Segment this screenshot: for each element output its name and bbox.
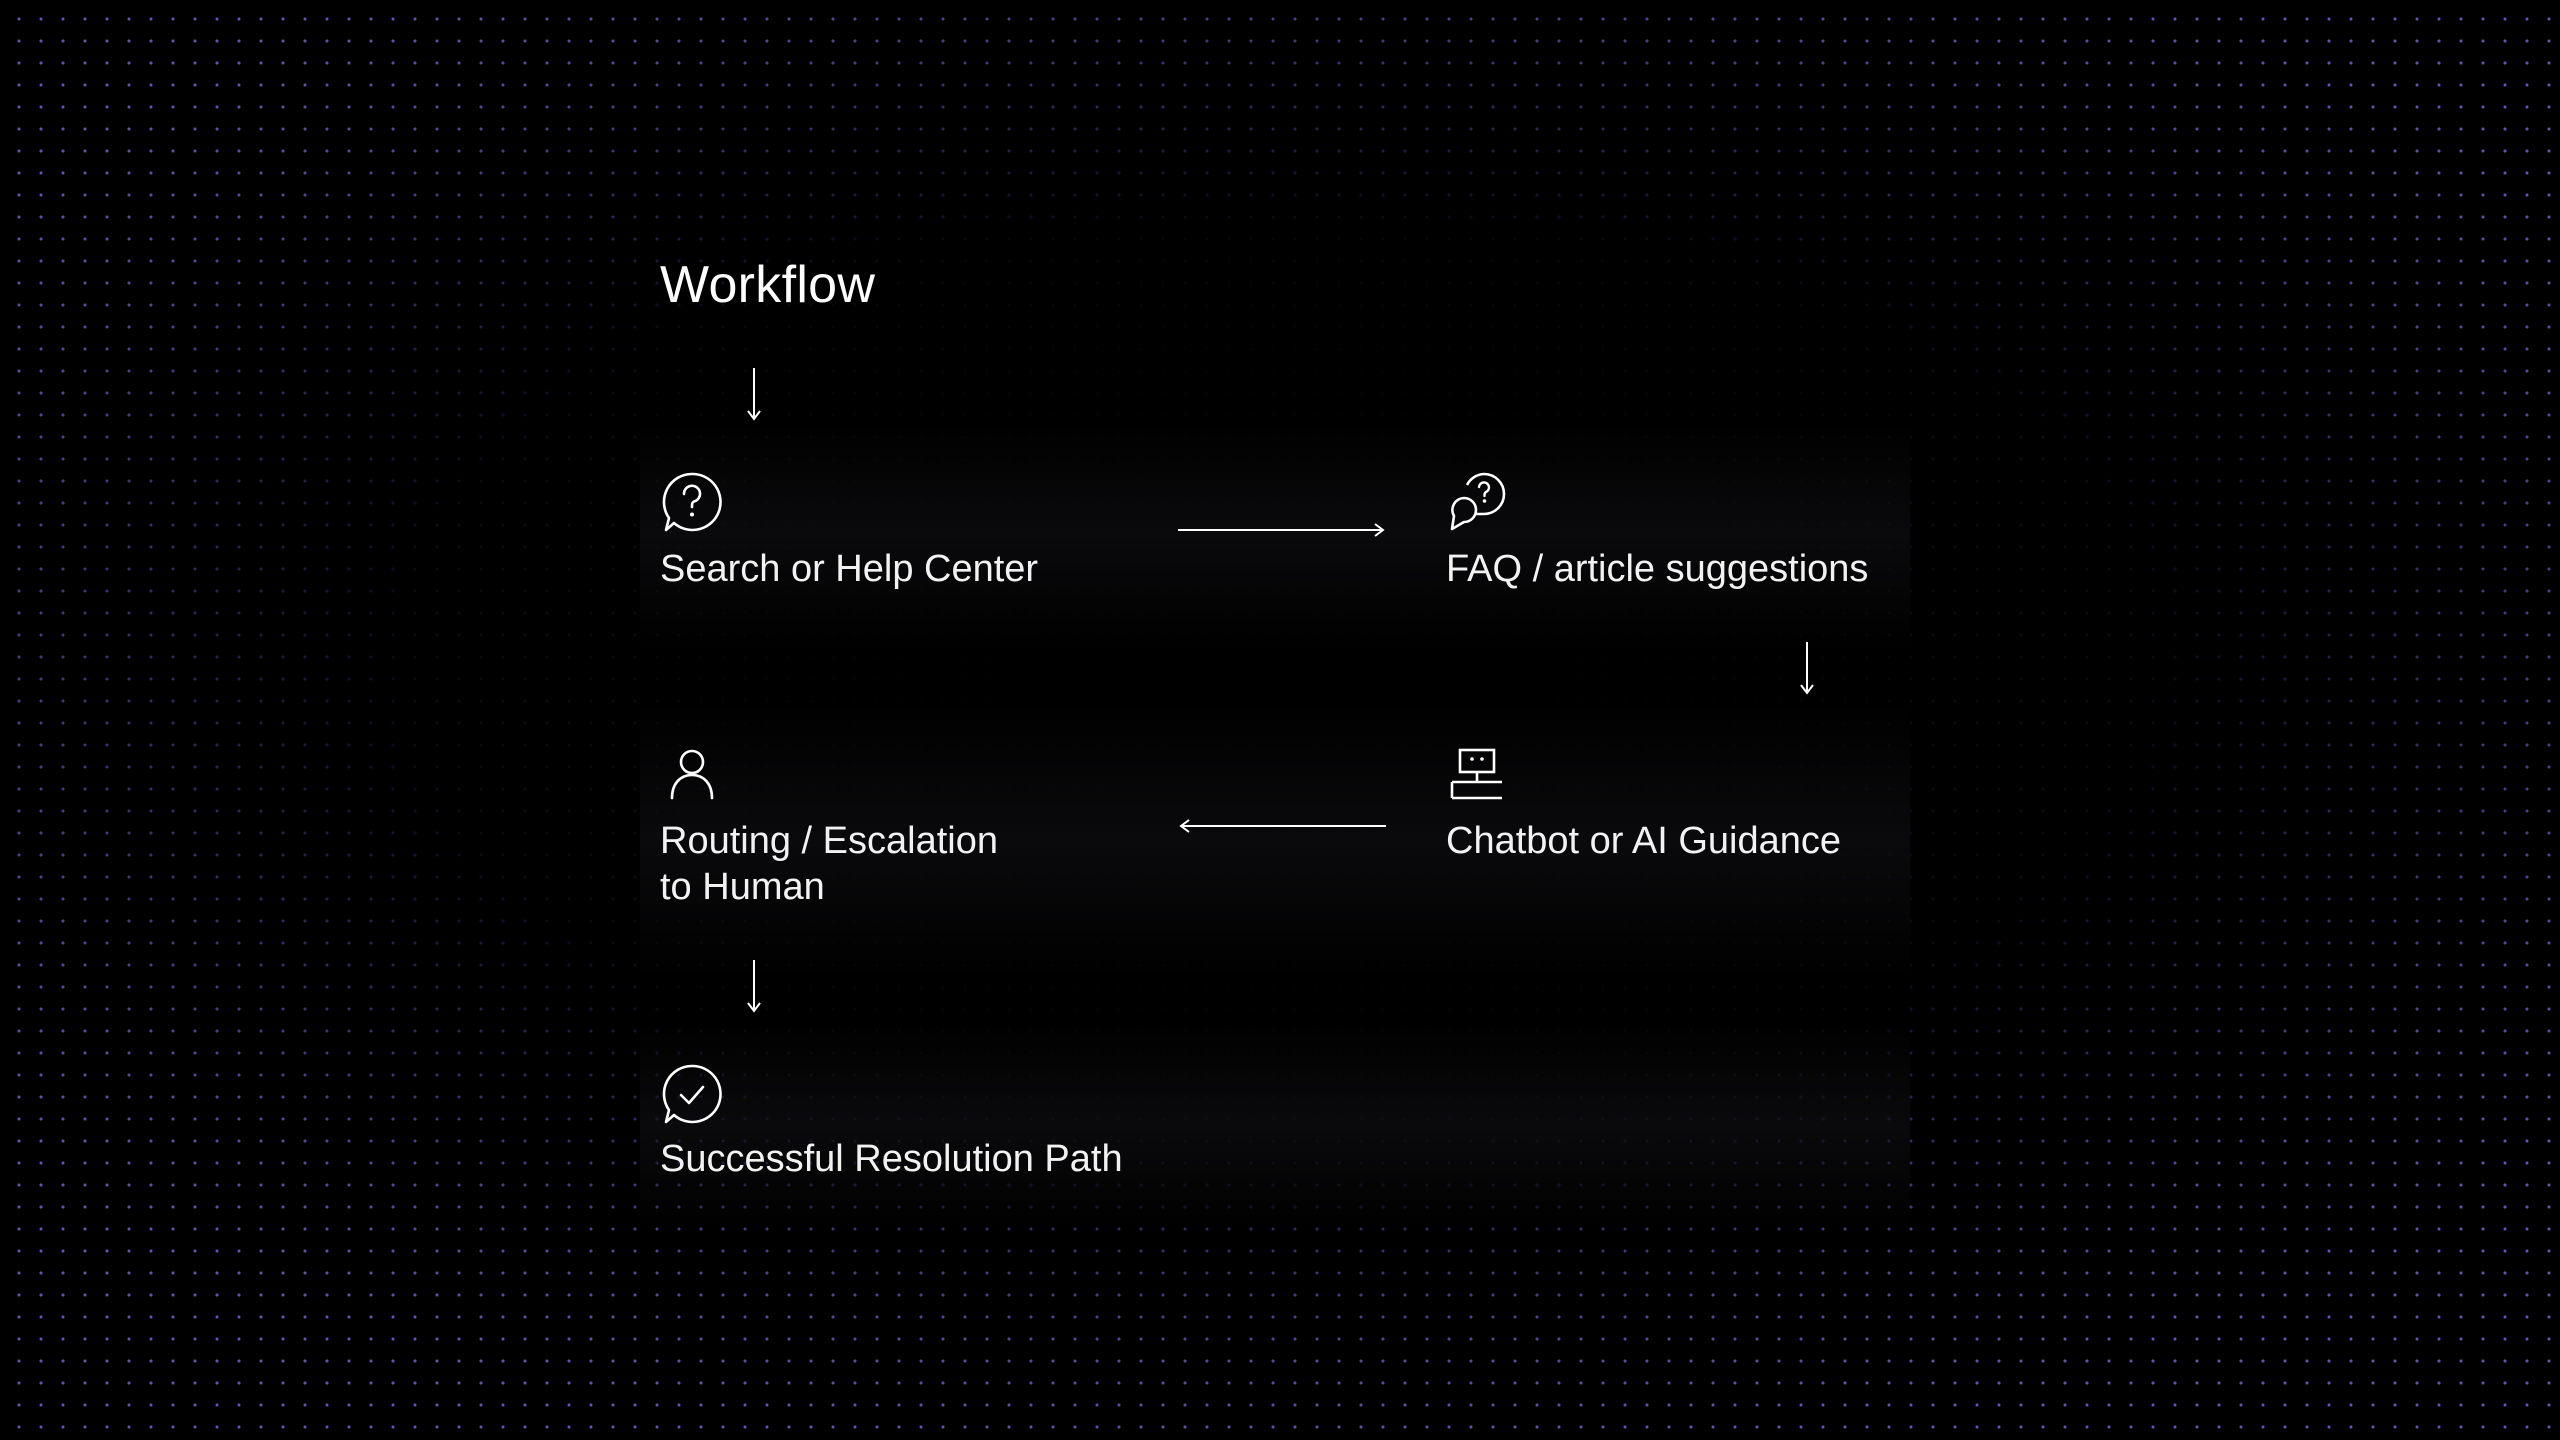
check-bubble-icon — [660, 1062, 724, 1126]
row-band-bottom — [640, 1020, 1910, 1230]
person-icon — [660, 742, 724, 806]
diagram-title: Workflow — [660, 256, 876, 314]
faq-chat-bubbles-icon — [1446, 470, 1510, 534]
row-band-top — [640, 420, 1910, 650]
node-search-label: Search or Help Center — [660, 548, 1039, 590]
arrow-down-to-resolution — [744, 958, 764, 1014]
node-resolution-label: Successful Resolution Path — [660, 1138, 1123, 1180]
row-band-middle — [640, 700, 1910, 980]
arrow-down-to-search — [744, 366, 764, 422]
node-faq-label: FAQ / article suggestions — [1446, 548, 1869, 590]
question-bubble-icon — [660, 470, 724, 534]
arrow-down-to-chatbot — [1797, 640, 1817, 696]
bot-terminal-icon — [1446, 742, 1510, 806]
arrow-right-to-faq — [1178, 520, 1388, 540]
node-chatbot-label: Chatbot or AI Guidance — [1446, 820, 1842, 862]
arrow-left-to-routing — [1176, 816, 1386, 836]
node-routing-label: Routing / Escalation to Human — [660, 820, 998, 908]
